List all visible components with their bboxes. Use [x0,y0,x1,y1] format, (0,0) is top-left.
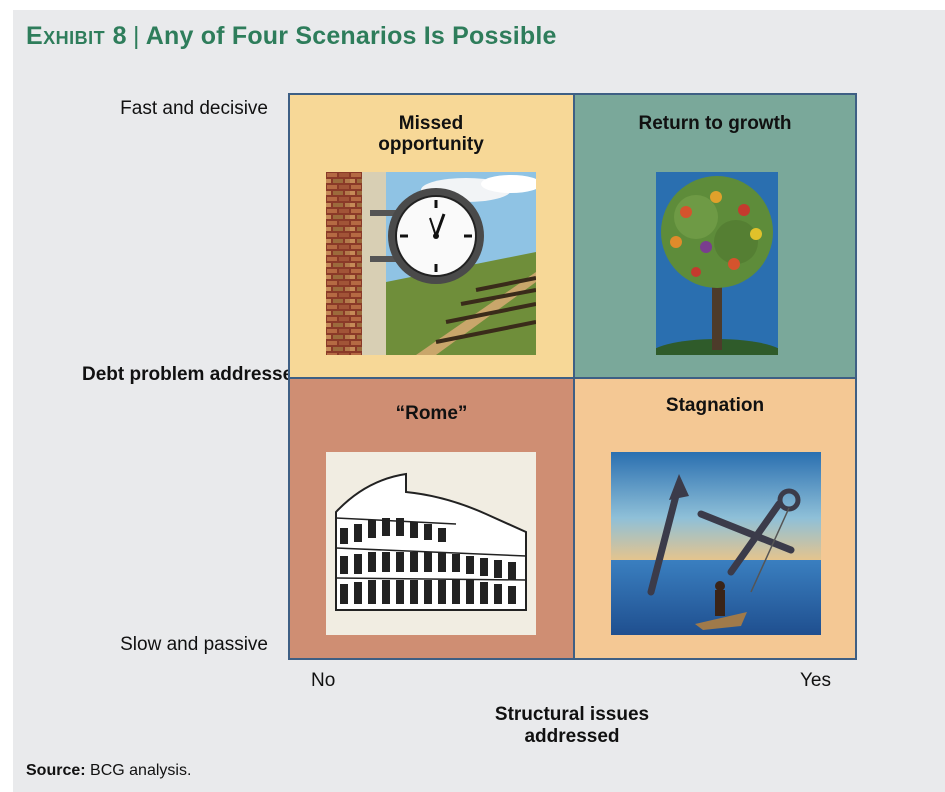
clock-at-railway-icon [326,172,536,355]
exhibit-number: Exhibit 8 [26,22,128,50]
x-axis-right-label: Yes [800,670,831,691]
quadrant-title: Missed opportunity [378,113,484,155]
y-axis-bottom-label: Slow and passive [120,634,268,655]
title-separator: | [133,22,140,50]
source-text: BCG analysis. [90,762,192,779]
y-axis-top-label: Fast and decisive [120,98,268,119]
quadrant-stagnation: Stagnation [575,379,855,658]
fruit-tree-icon [656,172,778,355]
quadrant-missed-opportunity: Missed opportunity [290,95,573,377]
colosseum-icon [326,452,536,635]
exhibit-title-text: Any of Four Scenarios Is Possible [145,22,557,50]
quadrant-title: Return to growth [638,113,792,134]
source-label: Source: [26,762,86,779]
scenario-matrix: Missed opportunity [288,93,857,660]
source-note: Source: BCG analysis. [26,762,191,780]
anchor-boat-icon [611,452,821,635]
quadrant-title: Stagnation [665,395,765,416]
y-axis-title: Debt problem addressed [82,364,305,385]
quadrant-title: “Rome” [395,403,468,424]
x-axis-title: Structural issues addressed [494,704,650,747]
x-axis-left-label: No [311,670,336,691]
exhibit-title: Exhibit 8|Any of Four Scenarios Is Possi… [26,22,557,51]
quadrant-return-to-growth: Return to growth [575,95,855,377]
quadrant-rome: “Rome” [290,379,573,658]
